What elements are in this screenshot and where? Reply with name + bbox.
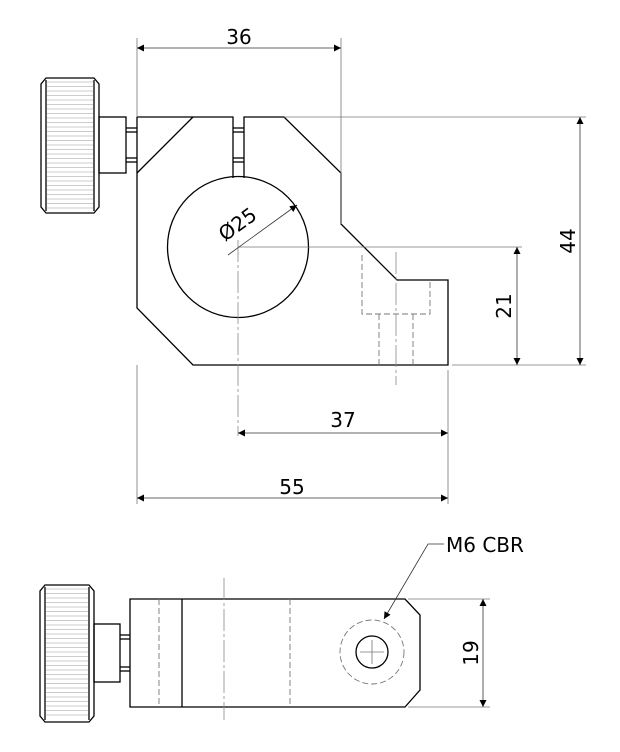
- dimension-55: 55: [137, 475, 448, 502]
- top-view: M6 CBR 19: [39, 533, 524, 723]
- dim-label-19: 19: [459, 640, 483, 665]
- dim-label-bore: Ø25: [214, 202, 261, 246]
- dim-label-55: 55: [279, 475, 304, 499]
- dimension-21: 21: [492, 247, 521, 365]
- screw-shaft: [98, 116, 127, 174]
- dimension-44: 44: [556, 117, 584, 365]
- front-view: 36 44 21 37 55 Ø25: [40, 25, 586, 504]
- dimension-19: 19: [459, 599, 487, 707]
- dim-label-36: 36: [226, 25, 251, 49]
- clamp-body-top: [129, 578, 421, 720]
- clamp-body: [136, 116, 522, 436]
- dim-label-21: 21: [492, 293, 516, 318]
- thumb-screw-knob: [40, 77, 137, 214]
- dimension-37: 37: [238, 408, 448, 437]
- callout-label: M6 CBR: [446, 533, 524, 557]
- dim-label-37: 37: [330, 408, 355, 432]
- dimension-36: 36: [137, 25, 341, 52]
- dim-label-44: 44: [556, 228, 580, 253]
- knurl-lines: [46, 588, 88, 716]
- screw-shaft: [93, 623, 121, 683]
- knurl-lines: [47, 81, 93, 209]
- thru-hole-circle: [355, 635, 389, 669]
- thumb-screw-knob-top: [39, 584, 130, 723]
- counterbore-circle: [339, 619, 405, 685]
- callout-m6-cbr: M6 CBR: [383, 533, 524, 620]
